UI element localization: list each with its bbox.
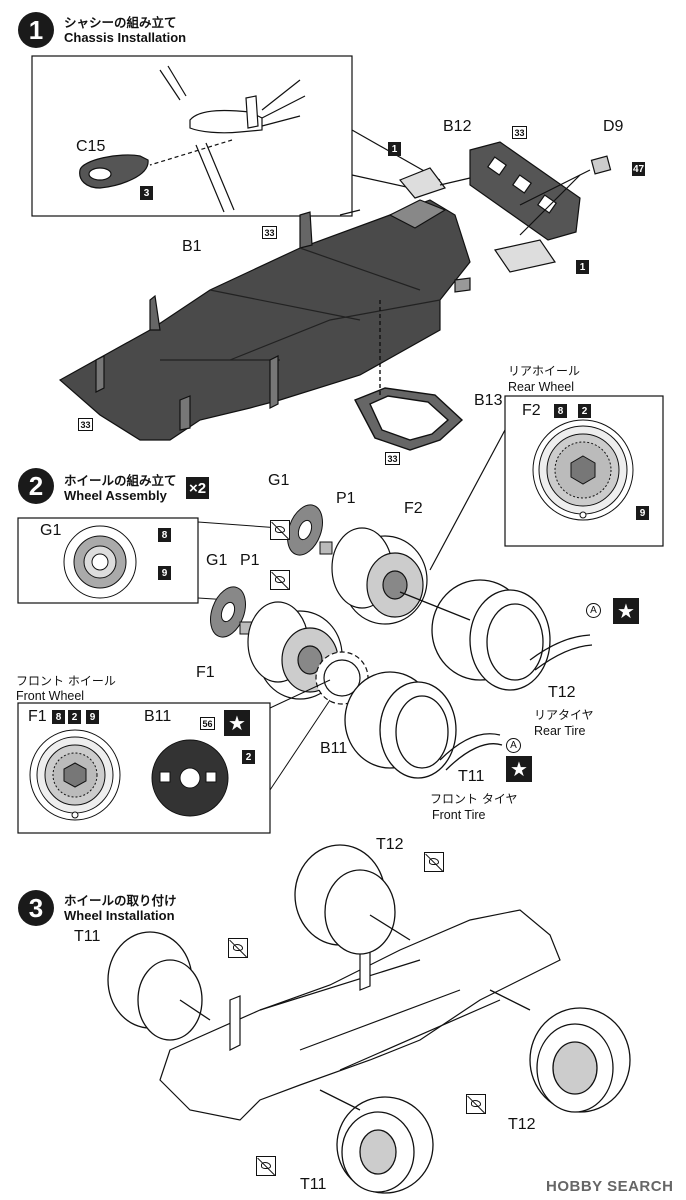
star-mark-front: ★ bbox=[506, 756, 532, 782]
front-wheel-caption-jp: フロント ホイール bbox=[16, 674, 116, 688]
part-label-f2-detail: F2 bbox=[522, 402, 541, 419]
part-label-c15: C15 bbox=[76, 138, 106, 155]
color-code-8-disc: 8 bbox=[158, 528, 171, 542]
color-code-56: 56 bbox=[200, 717, 215, 730]
part-label-b11-detail: B11 bbox=[144, 708, 172, 725]
no-glue-icon bbox=[256, 1156, 276, 1176]
watermark: HOBBY SEARCH bbox=[546, 1178, 674, 1195]
step-2-title-jp: ホイールの組み立て bbox=[64, 473, 177, 488]
part-label-t11-step3-bottom: T11 bbox=[300, 1176, 327, 1193]
step-3-title-en: Wheel Installation bbox=[64, 908, 175, 923]
part-label-t12-step3-bottom: T12 bbox=[508, 1116, 536, 1133]
color-code-1-right: 1 bbox=[576, 260, 589, 274]
step-1-title-en: Chassis Installation bbox=[64, 30, 187, 45]
part-label-g1-top: G1 bbox=[268, 472, 290, 489]
rear-wheel-caption-en: Rear Wheel bbox=[508, 380, 574, 394]
part-label-b13: B13 bbox=[474, 392, 503, 409]
color-code-3: 3 bbox=[140, 186, 153, 200]
part-label-g1-detail: G1 bbox=[40, 522, 62, 539]
color-code-2-rear: 2 bbox=[578, 404, 591, 418]
front-wheel-box bbox=[17, 702, 271, 834]
star-mark-rear: ★ bbox=[613, 598, 639, 624]
no-glue-icon bbox=[466, 1094, 486, 1114]
part-label-f1: F1 bbox=[196, 664, 215, 681]
color-code-33-b12: 33 bbox=[512, 126, 527, 139]
color-code-8-front: 8 bbox=[52, 710, 65, 724]
front-tire-caption-jp: フロント タイヤ bbox=[430, 792, 518, 806]
part-label-f1-detail: F1 bbox=[28, 708, 47, 725]
quantity-multiplier: ×2 bbox=[186, 477, 210, 499]
part-label-p1-lower: P1 bbox=[240, 552, 260, 569]
color-code-2-front: 2 bbox=[68, 710, 81, 724]
rear-tire-caption-en: Rear Tire bbox=[534, 724, 586, 738]
color-code-9-rear: 9 bbox=[636, 506, 649, 520]
part-label-t12: T12 bbox=[548, 684, 576, 701]
part-label-b1: B1 bbox=[182, 238, 202, 255]
color-code-47: 47 bbox=[632, 162, 646, 176]
front-wheel-caption-en: Front Wheel bbox=[16, 689, 85, 703]
color-code-33-top: 33 bbox=[262, 226, 277, 239]
marker-a-front: A bbox=[506, 738, 521, 753]
color-code-1-top: 1 bbox=[388, 142, 401, 156]
step-3-number: 3 bbox=[18, 890, 54, 926]
color-code-2-b11: 2 bbox=[242, 750, 255, 764]
part-label-b12: B12 bbox=[443, 118, 472, 135]
color-code-9-front: 9 bbox=[86, 710, 99, 724]
color-code-33-left: 33 bbox=[78, 418, 93, 431]
part-label-t12-step3-top: T12 bbox=[376, 836, 404, 853]
rear-wheel-caption-jp: リアホイール bbox=[508, 364, 581, 378]
part-label-d9: D9 bbox=[603, 118, 624, 135]
part-label-t11: T11 bbox=[458, 768, 485, 785]
no-glue-icon bbox=[270, 570, 290, 590]
color-code-33-b13: 33 bbox=[385, 452, 400, 465]
step-1-title-jp: シャシーの組み立て bbox=[64, 15, 177, 30]
star-mark-b11: ★ bbox=[224, 710, 250, 736]
marker-a-rear: A bbox=[586, 603, 601, 618]
part-label-g1-lower: G1 bbox=[206, 552, 228, 569]
front-tire-caption-en: Front Tire bbox=[432, 808, 486, 822]
detail-inset-chassis bbox=[31, 55, 353, 217]
no-glue-icon bbox=[424, 852, 444, 872]
part-label-p1-top: P1 bbox=[336, 490, 356, 507]
part-label-t11-step3-top: T11 bbox=[74, 928, 101, 945]
rear-tire-caption-jp: リアタイヤ bbox=[534, 708, 594, 722]
step-2-title-en: Wheel Assembly bbox=[64, 488, 167, 503]
part-label-f2: F2 bbox=[404, 500, 423, 517]
rear-wheel-box bbox=[504, 395, 664, 547]
no-glue-icon bbox=[270, 520, 290, 540]
part-label-b11: B11 bbox=[320, 740, 348, 757]
no-glue-icon bbox=[228, 938, 248, 958]
step-3-title-jp: ホイールの取り付け bbox=[64, 893, 177, 908]
color-code-8-rear: 8 bbox=[554, 404, 567, 418]
step-1-number: 1 bbox=[18, 12, 54, 48]
disc-detail-box bbox=[17, 517, 199, 604]
step-2-number: 2 bbox=[18, 468, 54, 504]
color-code-9-disc: 9 bbox=[158, 566, 171, 580]
